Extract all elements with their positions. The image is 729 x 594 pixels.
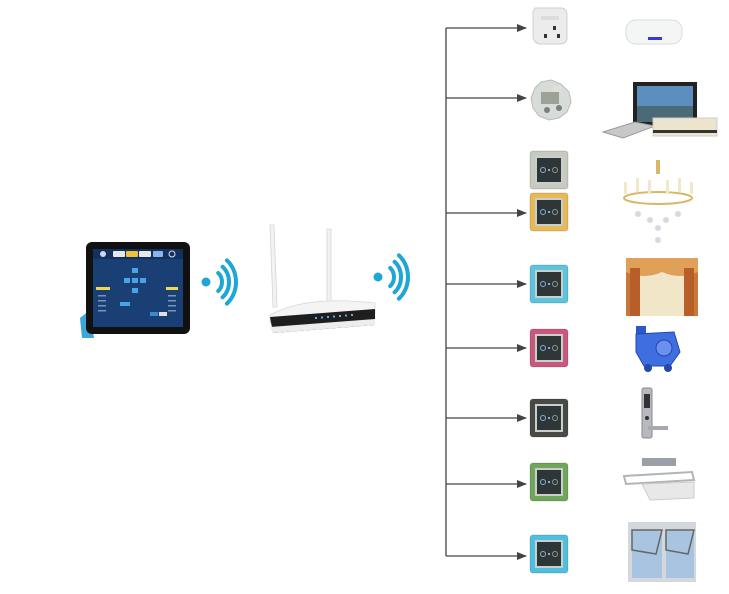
smart-socket-icon	[532, 7, 568, 45]
wifi-arc	[388, 265, 396, 289]
ir-transponder-icon	[530, 79, 572, 121]
control-module: Dark grey switch panel	[527, 396, 571, 445]
appliance: Motorised window	[626, 520, 698, 589]
switch-panel-icon	[529, 462, 569, 502]
appliance: Electric clothes drying rack	[622, 454, 702, 509]
wifi-arc	[224, 258, 238, 306]
control-module: Infrared transponder	[527, 76, 575, 129]
wifi-signal-icon	[201, 258, 238, 306]
wifi-signal-icon	[373, 253, 410, 301]
switch-panel-icon	[529, 150, 569, 190]
router-icon	[269, 224, 376, 333]
switch-panel-icon	[529, 192, 569, 232]
tablet-icon	[80, 242, 190, 338]
switch-panel-icon	[529, 264, 569, 304]
water-heater-icon	[625, 19, 683, 45]
appliance: Electronic door lock	[632, 386, 672, 447]
tablet-controller: Tablet controller	[78, 240, 193, 340]
wireless-router: Wireless router	[265, 215, 380, 337]
appliance: Ventilation fan	[630, 322, 686, 379]
wifi-arc	[396, 253, 410, 301]
control-module: Light blue switch panel	[527, 532, 571, 581]
control-module: Green switch panel	[527, 460, 571, 509]
switch-panel-icon	[529, 398, 569, 438]
appliance: TV, DVD player & air conditioner	[595, 80, 720, 145]
wifi-arc	[216, 270, 224, 294]
wifi-arc	[220, 264, 231, 300]
appliance: Chandelier	[618, 158, 698, 253]
control-module: Blue curtain switch panel	[527, 262, 571, 311]
motorised-window-icon	[628, 522, 696, 582]
wifi-signal-1	[198, 258, 253, 306]
wifi-signal-2	[370, 252, 430, 302]
switch-panel-icon	[529, 328, 569, 368]
wifi-dot	[201, 277, 211, 287]
door-lock-icon	[641, 387, 668, 439]
control-module: Gold light switch panel	[527, 190, 571, 239]
drying-rack-icon	[622, 458, 696, 501]
curtains-icon	[626, 258, 698, 316]
wifi-arc	[392, 259, 403, 295]
ventilation-fan-icon	[635, 326, 681, 372]
control-module: Smart socket	[527, 4, 571, 53]
chandelier-icon	[623, 160, 693, 243]
appliance: Curtains	[626, 258, 698, 321]
control-module: Silver dimmer panel	[527, 148, 571, 197]
switch-panel-icon	[529, 534, 569, 574]
control-module: Pink switch panel	[527, 326, 571, 375]
wifi-dot	[373, 272, 383, 282]
tv-dvd-ac-icon	[601, 82, 718, 139]
appliance: Water heater	[618, 10, 688, 55]
